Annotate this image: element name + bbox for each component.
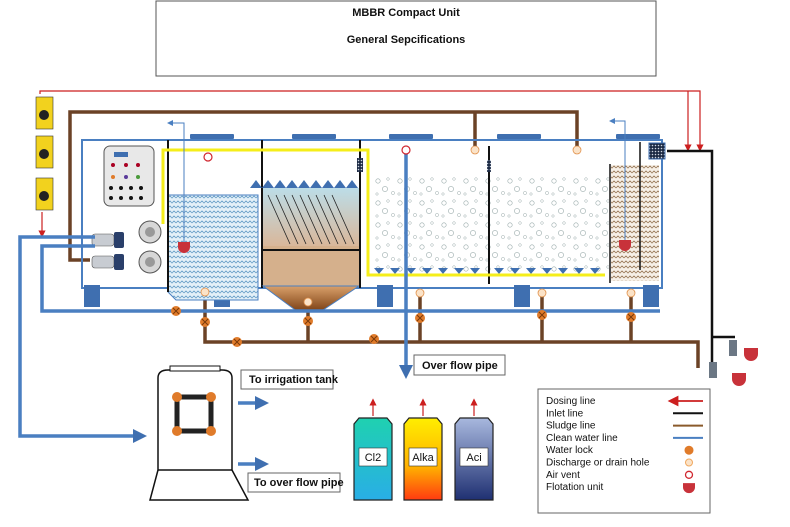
legend-label: Sludge line <box>546 421 596 432</box>
chemical-tank-label: Cl2 <box>365 452 382 464</box>
legend-label: Dosing line <box>546 396 596 407</box>
chemical-tank: Alka <box>403 398 443 501</box>
vent-pipes <box>167 118 626 244</box>
mbbr-reactor <box>373 146 609 284</box>
chemical-tank: Cl2 <box>353 398 393 501</box>
chemical-tank: Aci <box>454 398 494 501</box>
water-lock-icon <box>303 316 313 326</box>
legend-item: Air vent <box>546 470 694 481</box>
title-box: MBBR Compact Unit General Sepcifications <box>155 0 657 77</box>
drain-hole-icon <box>626 288 636 298</box>
label-overflow-pipe: Over flow pipe <box>413 354 506 376</box>
legend-label: Air vent <box>546 470 580 481</box>
svg-text:To over flow pipe: To over flow pipe <box>254 477 344 489</box>
drain-hole-icon <box>685 458 693 467</box>
water-lock-icon <box>626 312 636 322</box>
label-irrigation: To irrigation tank <box>240 369 339 390</box>
drain-hole-icon <box>200 287 210 297</box>
sand-filter <box>149 365 250 501</box>
legend-item: Clean water line <box>546 433 703 444</box>
settling-tank <box>250 140 363 313</box>
dosing-pumps <box>35 96 54 211</box>
air-line <box>161 148 605 277</box>
flotation-unit-icon <box>683 483 695 494</box>
water-lock-icon <box>206 392 216 402</box>
water-lock-icon <box>171 306 181 316</box>
lift-pumps <box>709 335 758 386</box>
water-lock-icon <box>232 337 242 347</box>
drain-hole-icon <box>572 145 582 155</box>
inlet-line <box>667 149 714 365</box>
water-lock-icon <box>684 445 694 455</box>
legend-item: Dosing line <box>546 395 703 407</box>
chemical-tank-label: Alka <box>412 452 434 464</box>
legend-label: Water lock <box>546 445 594 456</box>
legend-label: Inlet line <box>546 408 584 419</box>
air-vent-icon <box>684 470 694 479</box>
legend-label: Clean water line <box>546 433 618 444</box>
chemical-tanks: Cl2 Alka Aci <box>353 398 494 501</box>
legend-label: Flotation unit <box>546 482 603 493</box>
legend-item: Discharge or drain hole <box>546 458 693 469</box>
dosing-pump-icon <box>35 96 54 130</box>
legend-item: Inlet line <box>546 408 703 419</box>
drain-hole-icon <box>415 288 425 298</box>
transfer-pumps <box>91 232 124 270</box>
drain-hole-icon <box>537 288 547 298</box>
water-lock-icon <box>172 392 182 402</box>
clarifier-tank <box>609 142 666 283</box>
legend-item: Water lock <box>546 445 694 456</box>
water-lock-icon <box>206 426 216 436</box>
water-lock-icon <box>172 426 182 436</box>
water-locks <box>171 306 636 347</box>
water-lock-icon <box>200 317 210 327</box>
control-panel <box>103 145 155 207</box>
equalization-tank <box>167 140 263 301</box>
legend-item: Flotation unit <box>546 482 695 494</box>
water-lock-icon <box>369 334 379 344</box>
label-overflow-filter: To over flow pipe <box>247 472 344 493</box>
dosing-pump-icon <box>35 177 54 211</box>
subtitle: General Sepcifications <box>347 34 466 46</box>
legend-item: Sludge line <box>546 421 703 432</box>
drain-holes <box>200 145 636 307</box>
svg-text:To irrigation tank: To irrigation tank <box>249 374 339 386</box>
dosing-pump-icon <box>35 135 54 169</box>
flotation-unit-icon <box>619 240 631 251</box>
svg-text:Over flow pipe: Over flow pipe <box>422 360 498 372</box>
water-lock-icon <box>415 313 425 323</box>
chemical-tank-label: Aci <box>466 452 481 464</box>
flotation-units <box>178 240 631 253</box>
drain-hole-icon <box>470 145 480 155</box>
clean-water-line <box>18 150 660 471</box>
air-vent-icon <box>203 152 213 162</box>
air-vent-icon <box>401 145 411 155</box>
dosing-line <box>38 90 704 238</box>
drain-hole-icon <box>303 297 313 307</box>
blowers <box>138 220 162 274</box>
tank-frame <box>81 134 663 307</box>
water-lock-icon <box>537 310 547 320</box>
air-vents <box>203 145 411 162</box>
flotation-unit-icon <box>178 242 190 253</box>
legend-label: Discharge or drain hole <box>546 458 650 469</box>
title: MBBR Compact Unit <box>352 7 460 19</box>
